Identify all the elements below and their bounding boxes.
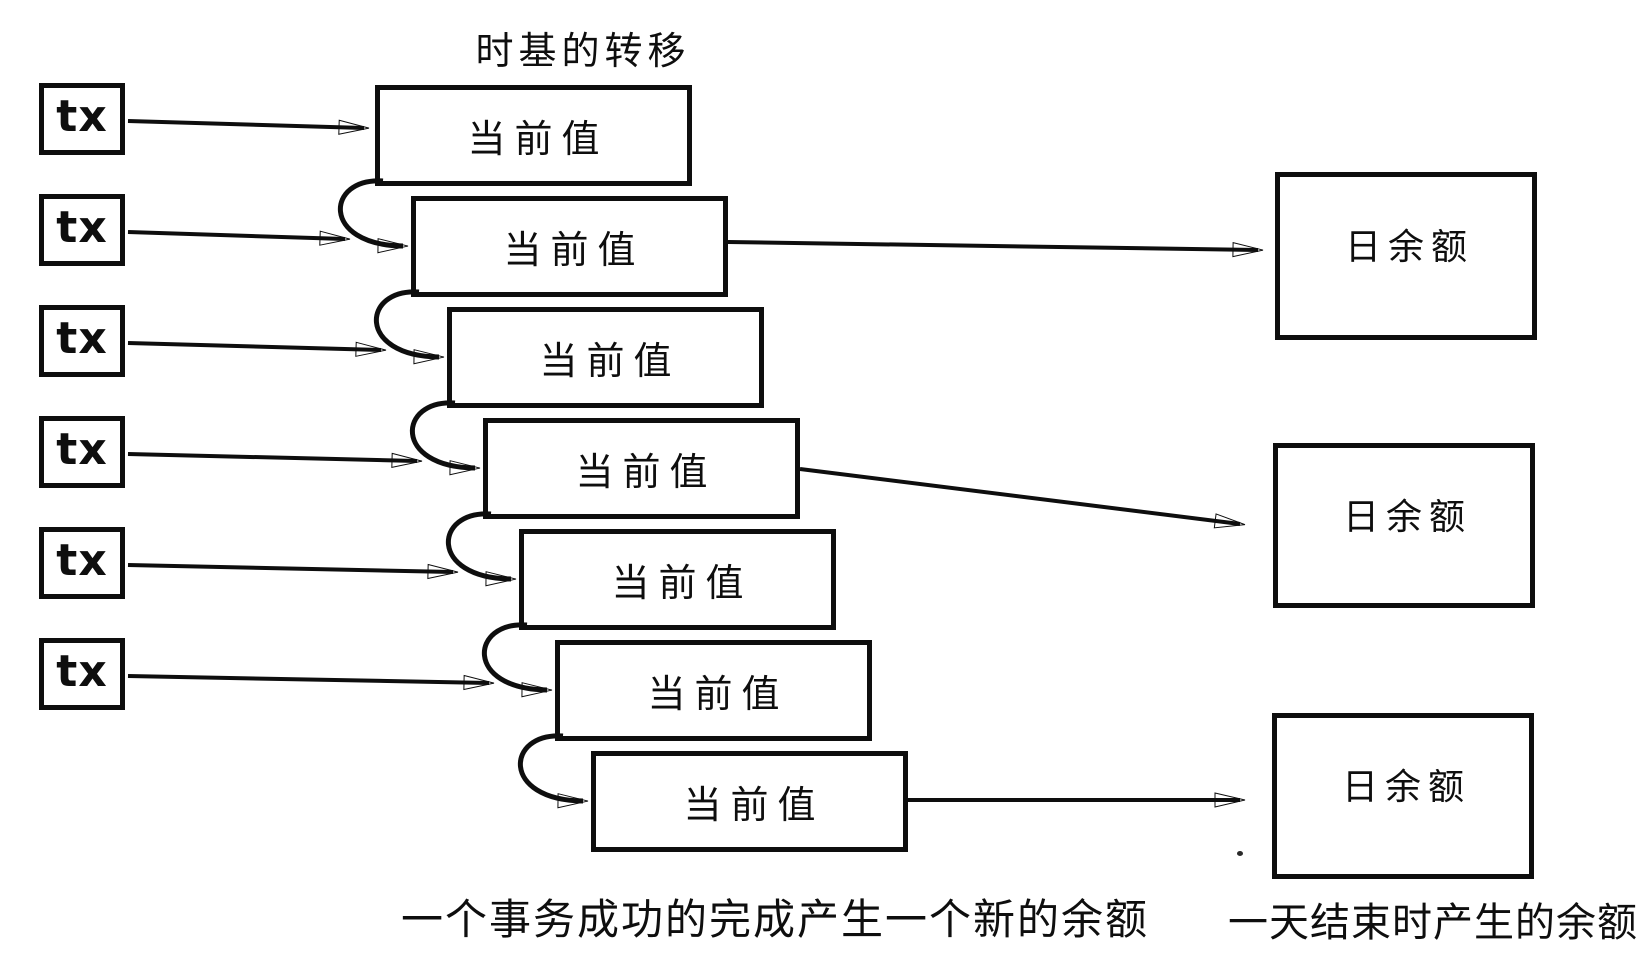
tx-arrow-2: [127, 230, 351, 246]
diagram-title: 时基的转移: [475, 31, 691, 73]
daily-balance-arrow-2: [799, 467, 1246, 529]
tx-box-5: tx: [39, 527, 125, 599]
current-value-box-4: 当前值: [483, 418, 800, 519]
tx-arrow-5: [127, 563, 459, 580]
tx-arrow-1: [127, 119, 370, 135]
current-value-box-1: 当前值: [375, 85, 692, 186]
daily-balance-arrow-1: [727, 240, 1264, 258]
daily-balance-box-1: 日余额: [1275, 172, 1537, 340]
chain-arc-1: [337, 178, 409, 254]
current-value-box-2: 当前值: [411, 196, 728, 297]
tx-arrow-3: [127, 341, 387, 357]
tx-box-2: tx: [39, 194, 125, 266]
current-value-box-7: 当前值: [591, 751, 908, 852]
tx-arrow-4: [127, 452, 423, 469]
caption-transaction-balance: 一个事务成功的完成产生一个新的余额: [401, 898, 1150, 944]
tx-box-3: tx: [39, 305, 125, 377]
chain-arc-6: [517, 733, 589, 809]
tx-box-4: tx: [39, 416, 125, 488]
caption-day-end-balance: 一天结束时产生的余额: [1228, 900, 1638, 945]
current-value-box-3: 当前值: [447, 307, 764, 408]
daily-balance-box-3: 日余额: [1272, 713, 1534, 879]
chain-arc-3: [409, 400, 481, 476]
daily-balance-box-2: 日余额: [1273, 443, 1535, 608]
current-value-box-6: 当前值: [555, 640, 872, 741]
chain-arc-2: [373, 289, 445, 365]
tx-arrow-6: [127, 674, 495, 691]
scan-artifact-dot: [1237, 851, 1243, 856]
tx-box-1: tx: [39, 83, 125, 155]
chain-arc-4: [445, 511, 517, 587]
current-value-box-5: 当前值: [519, 529, 836, 630]
chain-arc-5: [481, 622, 553, 698]
tx-box-6: tx: [39, 638, 125, 710]
